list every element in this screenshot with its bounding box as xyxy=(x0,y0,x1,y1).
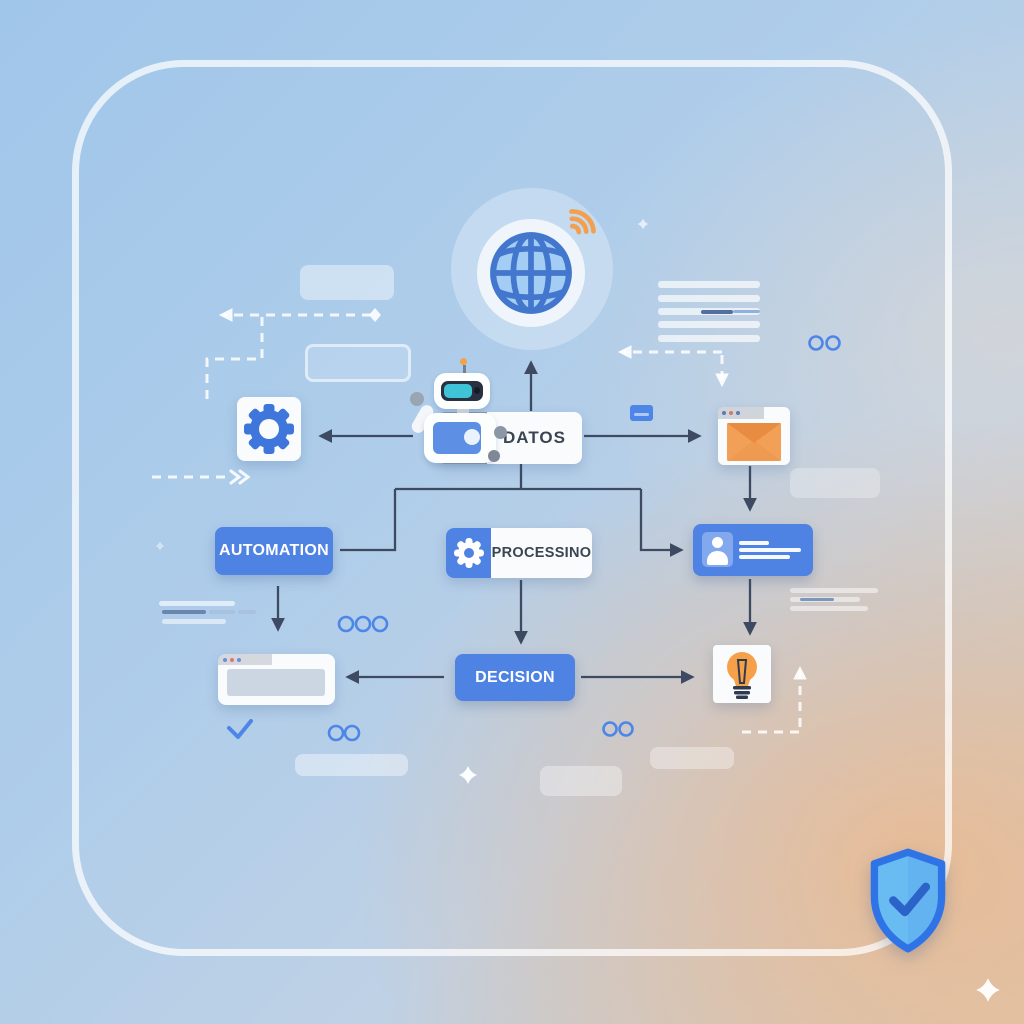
robot-face-screen xyxy=(444,384,472,398)
rounded-border-frame xyxy=(72,60,952,956)
robot-chest-dial xyxy=(464,429,480,445)
user-profile-card-icon xyxy=(702,532,733,567)
node-id-card xyxy=(693,524,813,576)
gear-icon xyxy=(244,404,294,454)
placeholder-text-line xyxy=(658,321,760,328)
placeholder-text-segment xyxy=(733,310,760,313)
placeholder-box xyxy=(540,766,622,796)
shield-check-icon xyxy=(870,848,946,953)
placeholder-text-line xyxy=(790,606,868,611)
placeholder-box-outlined xyxy=(305,344,411,382)
placeholder-box xyxy=(650,747,734,769)
placeholder-text-line xyxy=(162,619,226,624)
robot-eye xyxy=(474,387,480,394)
node-decision: DECISION xyxy=(455,654,575,701)
placeholder-text-line xyxy=(159,601,235,606)
node-gear xyxy=(237,397,301,461)
email-envelope-icon xyxy=(727,423,781,461)
node-envelope xyxy=(718,407,790,465)
node-automation: AUTOMATION xyxy=(215,527,333,575)
placeholder-text-segment xyxy=(209,610,235,614)
card-text-line xyxy=(739,555,790,559)
robot-neck xyxy=(457,409,469,414)
placeholder-text-line xyxy=(658,335,760,342)
robot-hand xyxy=(410,392,424,406)
lightbulb-icon xyxy=(727,652,757,699)
globe-network-icon xyxy=(490,232,572,314)
browser-content-area xyxy=(227,669,325,696)
placeholder-text-segment xyxy=(800,598,834,601)
node-browser-window xyxy=(218,654,335,705)
placeholder-text-line xyxy=(790,588,878,593)
placeholder-text-segment xyxy=(162,610,206,614)
card-text-line xyxy=(739,541,769,545)
browser-titlebar xyxy=(218,654,272,665)
placeholder-text-line xyxy=(658,295,760,302)
node-decision-label: DECISION xyxy=(475,668,555,686)
placeholder-text-segment xyxy=(701,310,733,314)
node-datos-label: DATOS xyxy=(503,428,566,447)
placeholder-box xyxy=(300,265,394,300)
sparkle-icon xyxy=(976,978,1000,1002)
placeholder-text-segment xyxy=(238,610,256,614)
chip-card-icon xyxy=(630,405,653,421)
placeholder-box xyxy=(790,468,880,498)
chip-card-line xyxy=(634,413,649,416)
robot-wrench xyxy=(488,450,500,462)
robot-mascot-icon xyxy=(408,356,512,470)
node-processing: PROCESSINO xyxy=(446,528,592,578)
node-lightbulb xyxy=(713,645,771,703)
placeholder-text-line xyxy=(658,281,760,288)
robot-antenna-ball xyxy=(460,358,467,365)
gear-icon xyxy=(454,538,484,568)
envelope-window-titlebar xyxy=(718,407,764,419)
placeholder-box xyxy=(295,754,408,776)
card-text-line xyxy=(739,548,801,552)
node-automation-label: AUTOMATION xyxy=(219,542,329,559)
robot-shoulder-joint xyxy=(494,426,507,439)
wifi-signal-icon xyxy=(551,193,610,252)
node-processing-icon-box xyxy=(446,528,491,578)
robot-antenna xyxy=(463,365,466,374)
node-processing-label: PROCESSINO xyxy=(491,545,592,561)
